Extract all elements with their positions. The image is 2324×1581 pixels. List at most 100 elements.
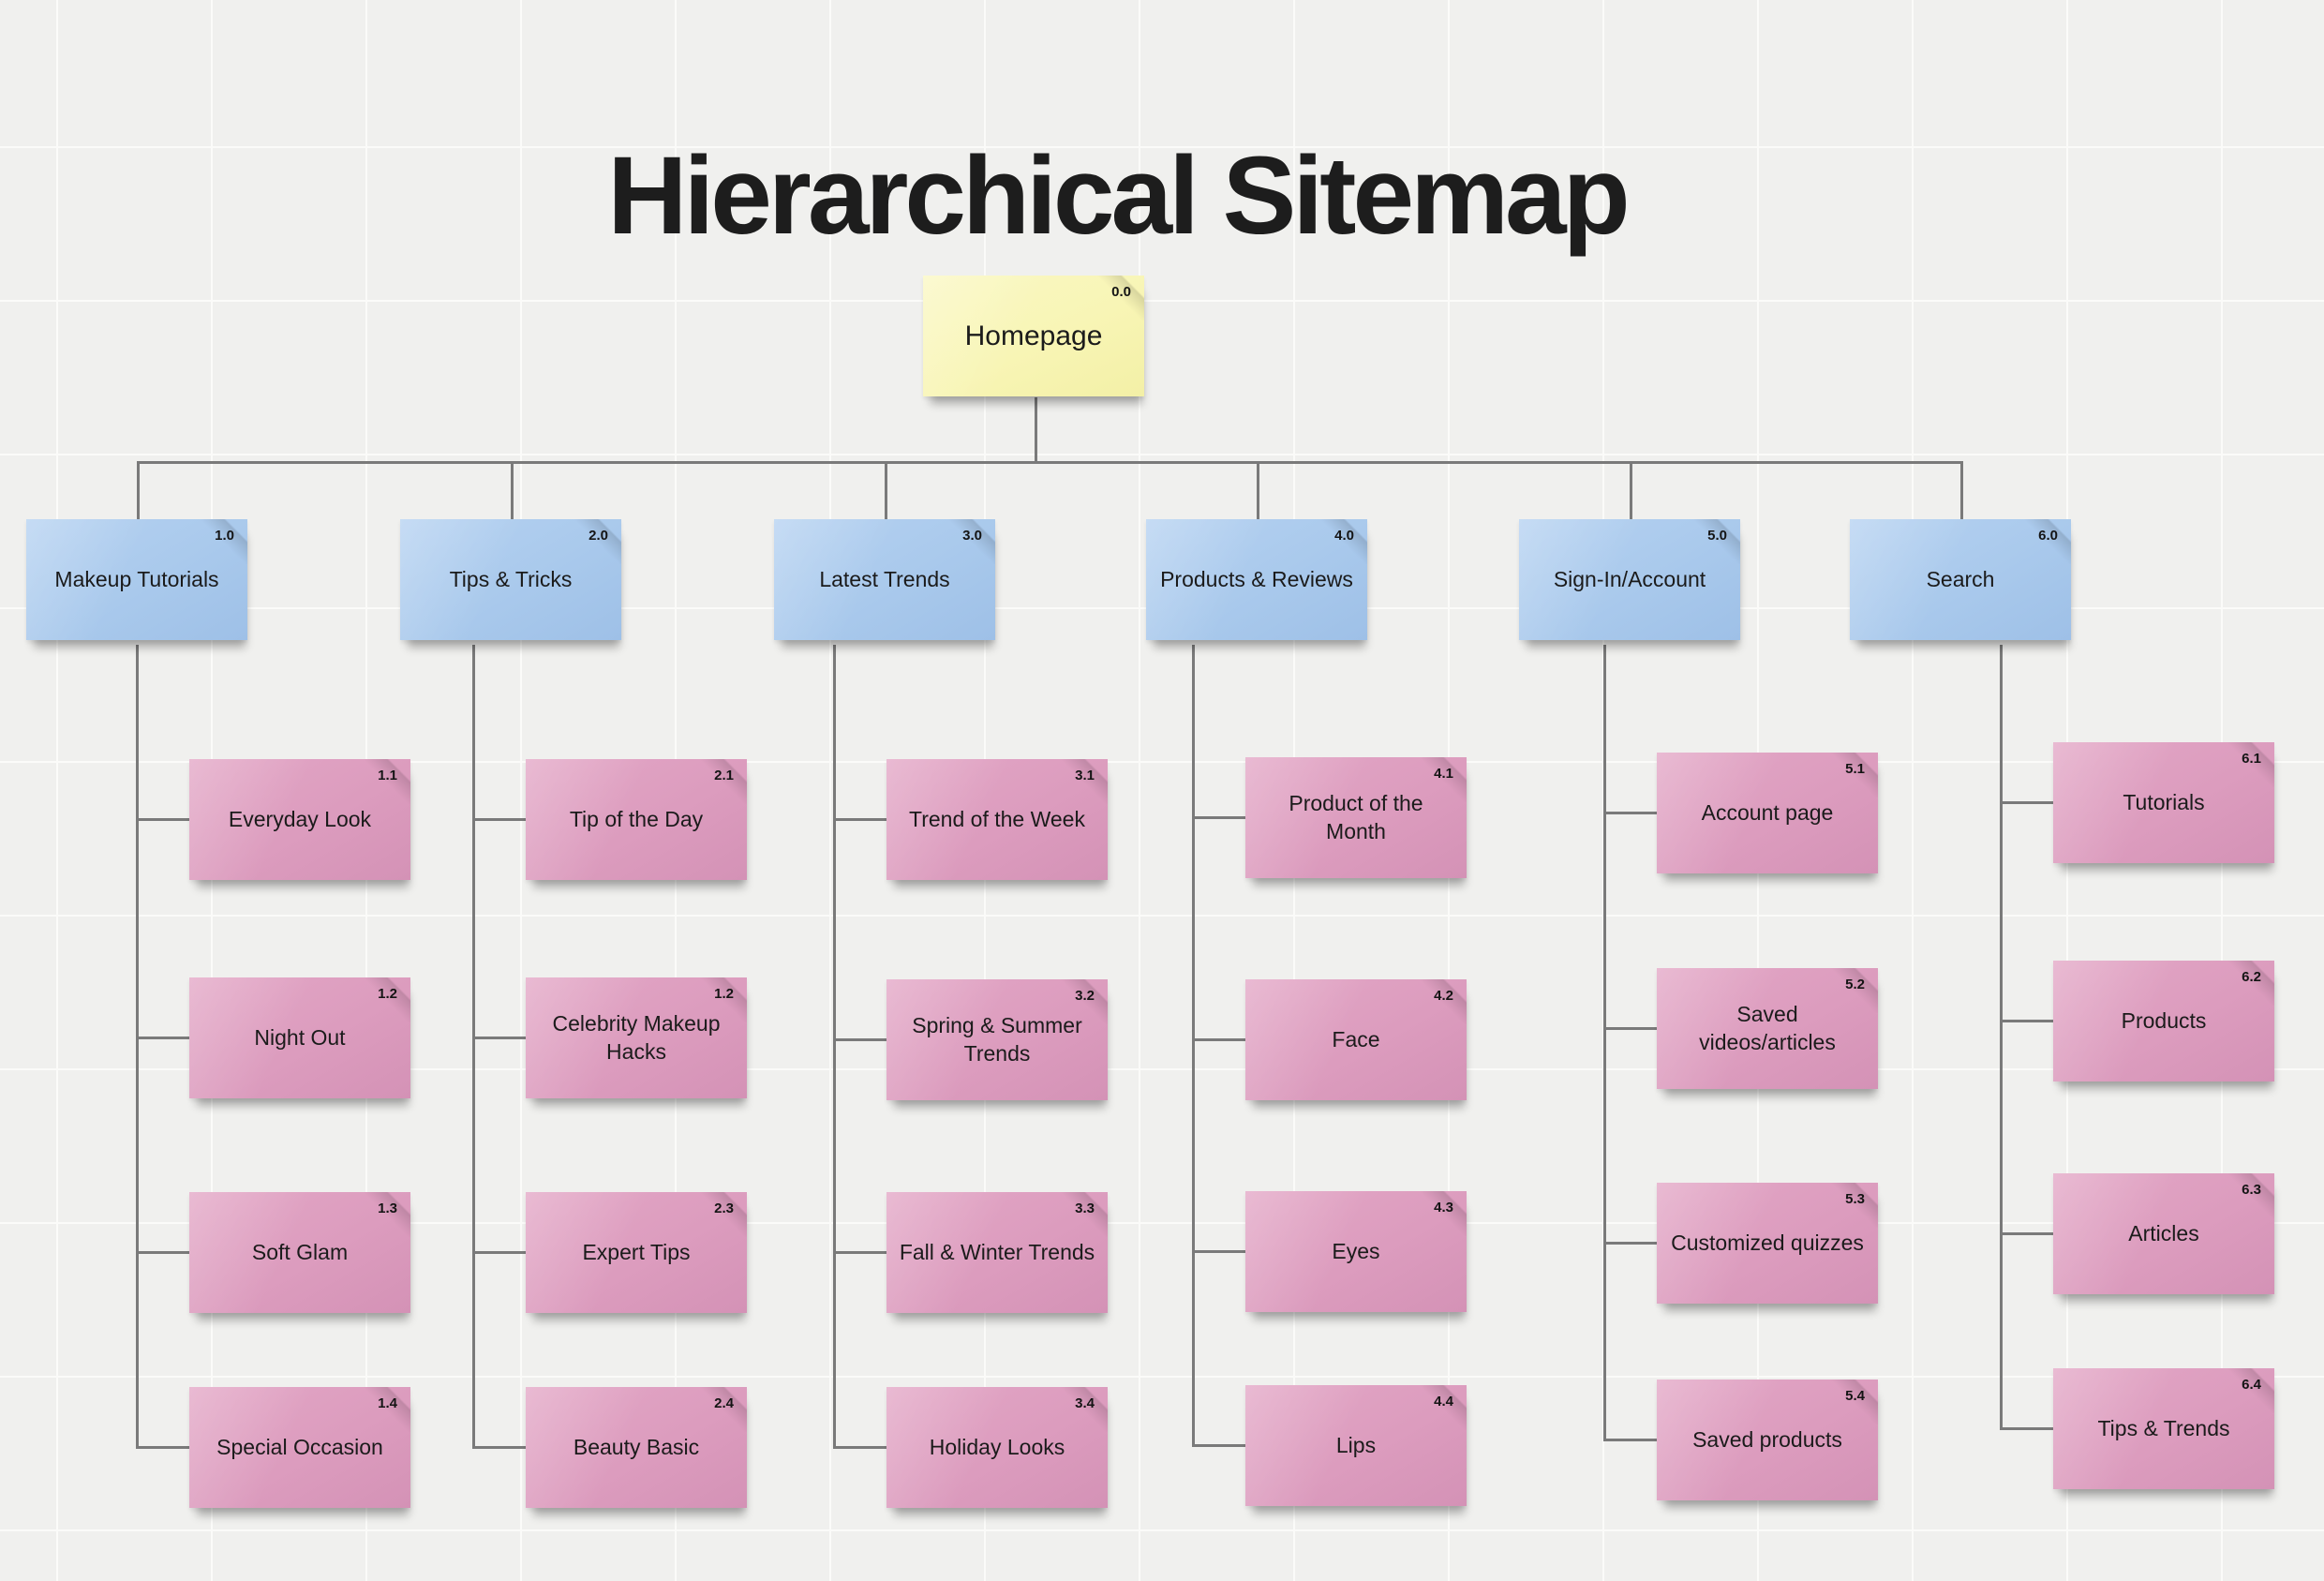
connector-line [2000,801,2056,804]
connector-line [833,818,889,821]
note-label: Latest Trends [819,566,950,591]
note-number: 4.1 [1434,766,1453,782]
note-number: 5.3 [1845,1191,1865,1207]
connector-line [1192,1444,1248,1447]
note-number: 3.3 [1075,1201,1095,1216]
connector-line [1192,1250,1248,1253]
note-number: 2.0 [588,528,608,544]
note-number: 3.4 [1075,1395,1095,1411]
note-number: 4.3 [1434,1200,1453,1216]
connector-line [2000,1232,2056,1235]
note-number: 1.0 [215,528,234,544]
connector-line [136,645,139,1449]
connector-line [885,461,887,521]
connector-line [833,1038,889,1041]
note-label: Celebrity Makeup Hacks [552,1010,721,1064]
note-number: 5.4 [1845,1388,1865,1404]
connector-line [511,461,514,521]
connector-line [136,1037,192,1039]
connector-line [833,1446,889,1449]
connector-line [136,1251,192,1254]
note-number: 3.1 [1075,768,1095,783]
note-label: Night Out [254,1024,346,1050]
note-number: 3.2 [1075,988,1095,1004]
note-number: 2.3 [714,1201,734,1216]
connector-line [1035,397,1037,461]
note-label: Tips & Trends [2097,1415,2230,1440]
connector-line [472,1037,529,1039]
note-label: Expert Tips [582,1239,691,1264]
note-number: 4.4 [1434,1394,1453,1409]
connector-line [472,1446,529,1449]
note-number: 2.1 [714,768,734,783]
page-title: Hierarchical Sitemap [607,134,1630,259]
note-label: Customized quizzes [1671,1230,1864,1255]
note-label: Face [1332,1026,1380,1052]
note-number: 1.3 [378,1201,397,1216]
connector-line [2000,1427,2056,1430]
note-label: Beauty Basic [573,1434,700,1459]
note-label: Articles [2128,1220,2199,1245]
connector-line [2000,1020,2056,1022]
connector-line [1192,816,1248,819]
note-number: 4.0 [1334,528,1354,544]
note-label: Soft Glam [251,1239,349,1264]
note-label: Products & Reviews [1160,566,1353,591]
note-label: Account page [1701,799,1834,825]
note-label: Eyes [1332,1238,1380,1263]
connector-line [1192,645,1195,1447]
connector-line [1603,1439,1660,1441]
note-label: Lips [1335,1432,1377,1457]
connector-line [1192,1038,1248,1041]
connector-line [1603,1027,1660,1030]
note-label: Saved products [1692,1426,1842,1452]
note-number: 5.1 [1845,761,1865,777]
connector-line [1603,645,1606,1441]
connector-line [1257,461,1259,521]
note-number: 0.0 [1111,284,1131,300]
note-number: 1.2 [378,986,397,1002]
note-number: 4.2 [1434,988,1453,1004]
connector-line [136,818,192,821]
note-label: Everyday Look [228,806,372,831]
note-label: Products [2121,1007,2207,1033]
note-number: 6.2 [2242,969,2261,985]
note-label: Spring & Summer Trends [912,1012,1082,1066]
note-label: Trend of the Week [909,806,1085,831]
note-label: Makeup Tutorials [54,566,219,591]
note-label: Product of the Month [1289,790,1423,843]
connector-line [1960,461,1963,521]
